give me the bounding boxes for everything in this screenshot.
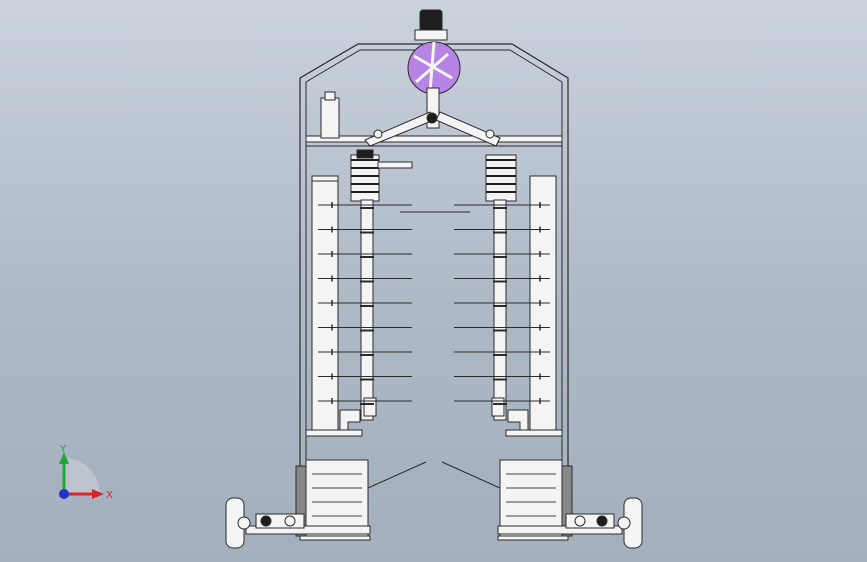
z-axis-dot	[59, 489, 69, 499]
x-axis-label: X	[106, 490, 113, 501]
left-spring-housing	[350, 154, 380, 202]
linkage-arms	[364, 111, 501, 147]
right-spring-housing	[485, 154, 517, 202]
y-axis-label: Y	[59, 444, 67, 455]
left-wheel-assembly	[225, 459, 371, 549]
hydraulic-cylinder	[320, 97, 340, 139]
x-axis-arrowhead	[92, 489, 104, 499]
tine-rows	[318, 202, 550, 405]
left-shaft-assembly	[305, 149, 413, 437]
left-shaft	[360, 199, 374, 421]
right-shaft-assembly	[485, 154, 563, 437]
left-axle-bar	[245, 525, 371, 535]
y-axis-arrowhead	[59, 452, 69, 464]
center-guide-lines	[367, 211, 501, 489]
top-crossbar	[305, 135, 563, 143]
right-wheel-assembly	[497, 459, 643, 549]
right-shaft	[493, 199, 507, 421]
motor-body	[419, 9, 443, 33]
view-orientation-triad[interactable]: Y X	[42, 440, 162, 520]
right-axle-bar	[497, 525, 623, 535]
triad-plane	[64, 458, 100, 494]
right-roller-box	[499, 459, 563, 537]
left-roller-box	[305, 459, 369, 537]
